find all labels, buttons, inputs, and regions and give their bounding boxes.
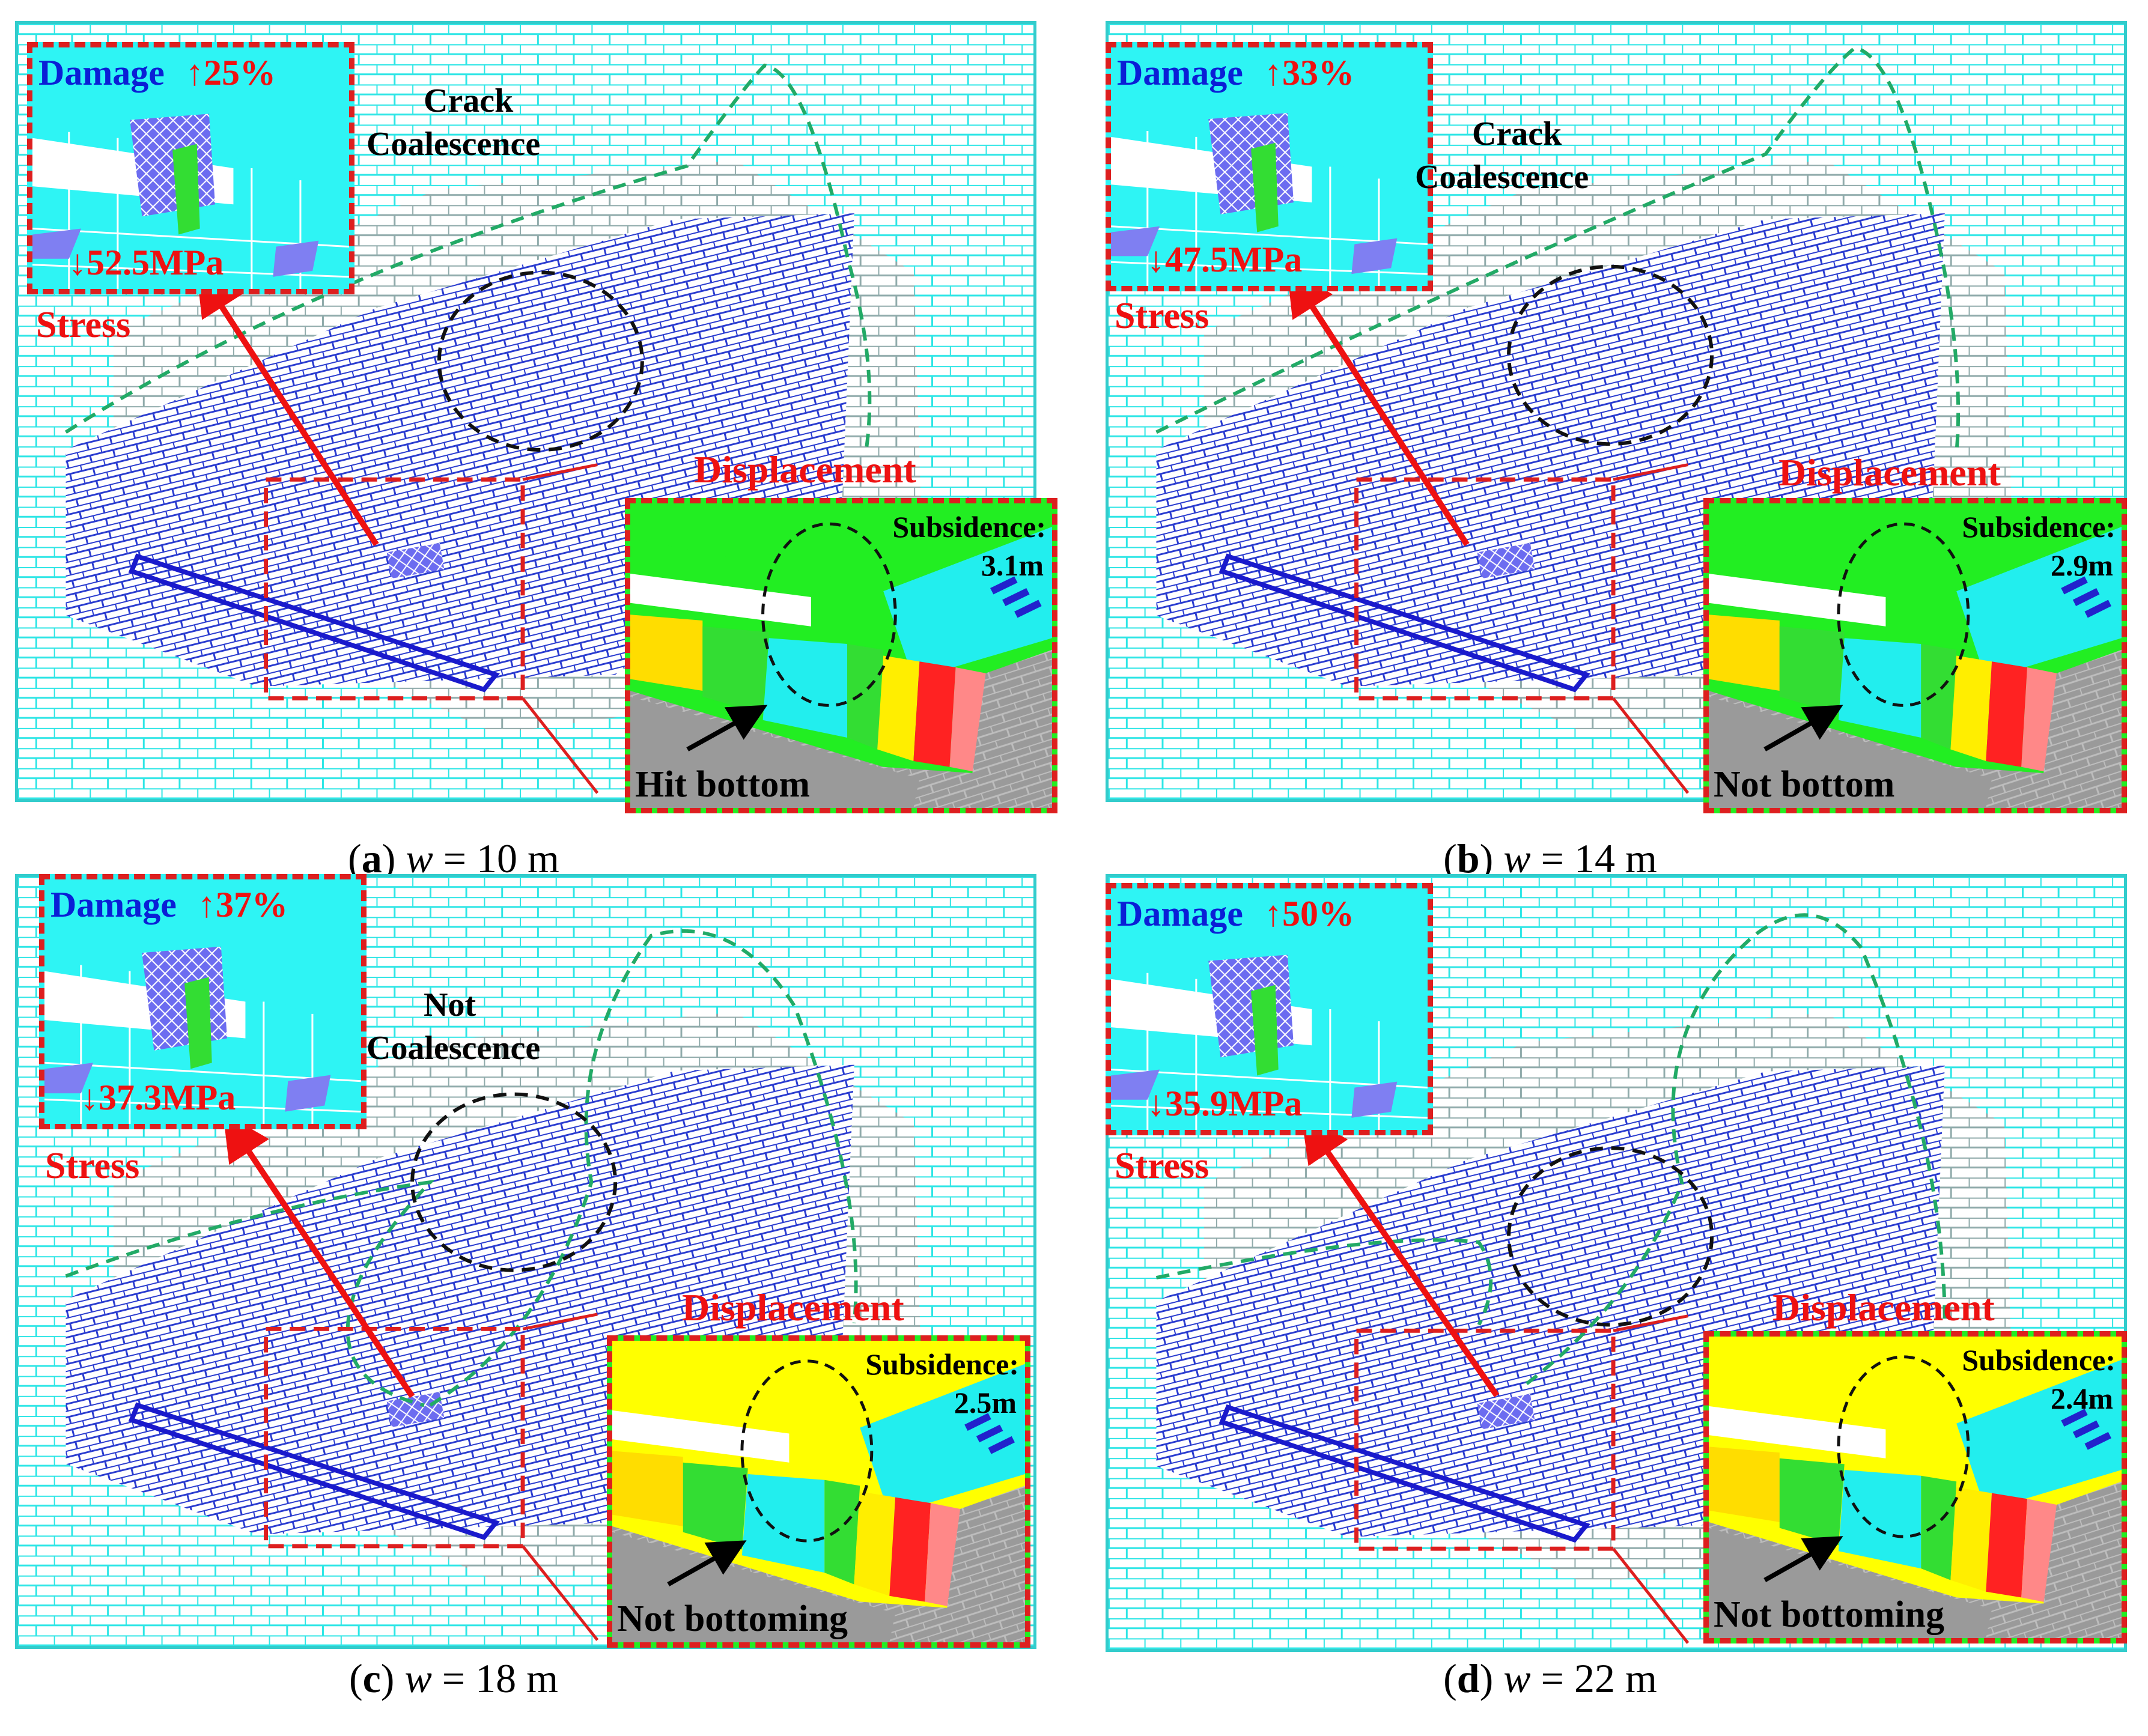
crack-label-line1: Crack [1472,115,1562,153]
displacement-label: Displacement [682,1286,904,1329]
damage-stress-inset: Damage ↑33% ↓47.5MPa [1106,42,1433,291]
displacement-label: Displacement [1772,1286,1995,1329]
down-arrow-icon: ↓ [68,243,87,282]
damage-increase: ↑37% [198,887,288,923]
annotation-overlay [64,63,872,794]
damage-stress-inset: Damage ↑25% ↓52.5MPa [27,42,354,294]
caption-variable: w [1503,836,1531,881]
up-arrow-icon: ↑ [186,53,204,93]
crack-label-line1: Not [424,986,476,1024]
block-model-field [1106,874,2127,1652]
down-arrow-icon: ↓ [1147,240,1165,279]
bottom-state-label: Not bottom [1714,763,1895,805]
damage-stress-inset: Damage ↑50% ↓35.9MPa [1106,883,1433,1135]
displacement-label: Displacement [1778,451,2001,494]
caption-letter: a [361,836,382,881]
displacement-inset: Subsidence: 2.9m Not bottom [1703,497,2127,813]
down-arrow-icon: ↓ [1147,1084,1165,1123]
caption-value: = 18 m [431,1656,559,1701]
displacement-detail-image [1709,503,2122,808]
damage-detail-image [1111,47,1428,286]
caption-value: = 10 m [433,836,559,881]
crack-label-line1: Crack [424,82,514,120]
up-arrow-icon: ↑ [1264,53,1282,93]
stress-decrease: ↓35.9MPa [1147,1085,1302,1121]
stress-label: Stress [1115,1146,1209,1186]
subsidence-value: 2.9m [2050,548,2113,582]
crack-label-line2: Coalescence [1415,159,1589,196]
damage-increase: ↑50% [1264,896,1354,932]
bottom-state-label: Not bottoming [617,1598,848,1640]
damage-increase: ↑25% [186,55,276,91]
annotation-overlay [1155,46,1961,794]
subsidence-label: Subsidence: [892,509,1046,544]
stress-label: Stress [45,1146,140,1186]
up-arrow-icon: ↑ [198,885,216,924]
damage-label: Damage [1117,894,1243,933]
caption-letter: c [362,1656,381,1701]
model-panel: Damage ↑37% ↓37.3MPa Stress Not Coalesce… [15,874,1036,1733]
displacement-inset: Subsidence: 2.4m Not bottoming [1703,1331,2127,1644]
up-arrow-icon: ↑ [1264,894,1282,933]
damage-stress-inset: Damage ↑37% ↓37.3MPa [39,874,367,1129]
subsidence-value: 2.4m [2050,1382,2113,1416]
displacement-inset: Subsidence: 3.1m Hit bottom [625,497,1057,813]
model-panel: Damage ↑50% ↓35.9MPa Stress Displacement [1106,874,2127,1736]
panel-caption: (c) w = 18 m [348,1656,559,1701]
damage-value: 33% [1282,53,1354,93]
stress-value: 35.9MPa [1165,1084,1303,1123]
annotation-overlay [65,929,858,1641]
stress-value: 52.5MPa [87,243,224,282]
model-panel: Damage ↑25% ↓52.5MPa Stress Crack Coales… [15,21,1057,886]
caption-variable: w [1503,1656,1531,1701]
damage-label: Damage [38,53,165,93]
displacement-label: Displacement [694,448,916,491]
bottom-state-label: Hit bottom [635,763,811,805]
stress-label: Stress [36,305,131,345]
caption-value: = 14 m [1530,836,1657,881]
bottom-state-label: Not bottoming [1714,1594,1945,1636]
damage-detail-image [32,47,349,289]
crack-label-line2: Coalescence [367,126,541,163]
stress-decrease: ↓37.3MPa [81,1079,236,1115]
subsidence-label: Subsidence: [1962,509,2116,544]
subsidence-label: Subsidence: [865,1347,1019,1382]
caption-letter: d [1456,1656,1480,1701]
subsidence-value: 2.5m [954,1386,1017,1420]
damage-detail-image [1111,888,1428,1130]
annotation-overlay [1155,913,1947,1644]
damage-value: 37% [216,885,288,924]
damage-label: Damage [1117,53,1243,93]
damage-detail-image [44,879,361,1124]
caption-variable: w [406,836,433,881]
stress-value: 37.3MPa [99,1078,236,1117]
subsidence-label: Subsidence: [1962,1343,2116,1377]
caption-value: = 22 m [1530,1656,1657,1701]
damage-value: 50% [1282,894,1354,933]
stress-value: 47.5MPa [1165,240,1303,279]
panel-caption: (a) w = 10 m [348,836,559,881]
panel-caption: (d) w = 22 m [1443,1656,1657,1701]
damage-label: Damage [50,885,177,924]
caption-variable: w [404,1656,432,1701]
stress-label: Stress [1115,296,1209,336]
panel-caption: (b) w = 14 m [1443,836,1657,881]
damage-value: 25% [204,53,276,93]
stress-decrease: ↓47.5MPa [1147,241,1302,278]
down-arrow-icon: ↓ [81,1078,99,1117]
displacement-detail-image [1709,1337,2122,1639]
caption-letter: b [1456,836,1480,881]
stress-decrease: ↓52.5MPa [68,244,224,281]
subsidence-value: 3.1m [981,548,1044,582]
displacement-detail-image [630,503,1052,808]
damage-increase: ↑33% [1264,55,1354,91]
model-panel: Damage ↑33% ↓47.5MPa Stress Crack Coales… [1106,21,2127,886]
displacement-detail-image [612,1341,1025,1643]
displacement-inset: Subsidence: 2.5m Not bottoming [607,1335,1030,1648]
crack-label-line2: Coalescence [367,1030,541,1067]
